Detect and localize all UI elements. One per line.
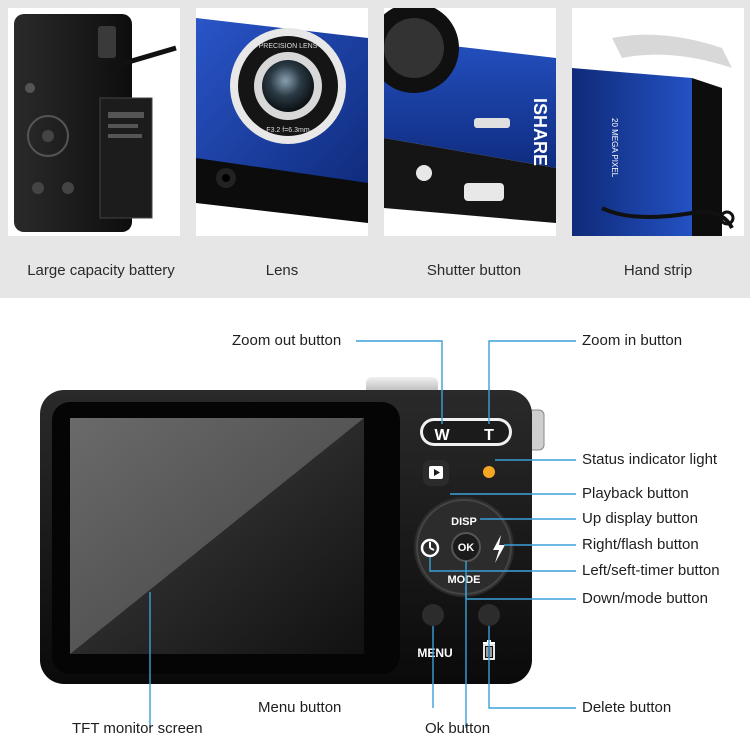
callout-delete: Delete button [582, 699, 672, 716]
zoom-in-key[interactable]: T [484, 427, 494, 444]
caption-lens: Lens [265, 262, 299, 279]
callout-status-light: Status indicator light [582, 451, 718, 468]
callout-down-mode: Down/mode button [582, 590, 708, 607]
battery-photo [8, 8, 180, 236]
camera-back-diagram: W T DISP MODE OK MENU [40, 340, 576, 728]
megapixel-text: 20 MEGA PIXEL [610, 118, 619, 178]
delete-key[interactable] [478, 604, 500, 626]
ok-key-label: OK [458, 542, 475, 554]
brand-text: ISHARE [530, 98, 550, 166]
callout-zoom-out: Zoom out button [232, 332, 342, 349]
callout-menu: Menu button [258, 699, 342, 716]
strap-photo: 20 MEGA PIXEL [572, 8, 744, 236]
menu-key-label: MENU [417, 646, 452, 660]
flash-icon [493, 535, 505, 563]
tft-screen [70, 418, 364, 654]
caption-shutter: Shutter button [426, 262, 522, 279]
callout-ok: Ok button [425, 720, 491, 737]
lens-ring-text-2: F3.2 f=6.3mm [266, 127, 310, 134]
shutter-photo: ISHARE [384, 8, 556, 236]
callout-left-timer: Left/seft-timer button [582, 562, 720, 579]
caption-strap: Hand strip [623, 262, 693, 279]
status-light [483, 466, 495, 478]
zoom-out-key[interactable]: W [434, 427, 450, 444]
menu-key[interactable] [422, 604, 444, 626]
callout-tft-screen: TFT monitor screen [72, 720, 203, 737]
leader-lines [149, 340, 576, 728]
mode-key[interactable]: MODE [448, 574, 481, 586]
timer-icon [420, 538, 440, 558]
lens-photo: PRECISION LENS F3.2 f=6.3mm [196, 8, 368, 236]
callout-zoom-in: Zoom in button [582, 332, 683, 349]
disp-key[interactable]: DISP [451, 516, 477, 528]
callout-right-flash: Right/flash button [582, 536, 699, 553]
callout-playback: Playback button [582, 485, 689, 502]
callout-up-display: Up display button [582, 510, 698, 527]
caption-battery: Large capacity battery [27, 262, 175, 279]
lens-ring-text-1: PRECISION LENS [259, 43, 318, 50]
